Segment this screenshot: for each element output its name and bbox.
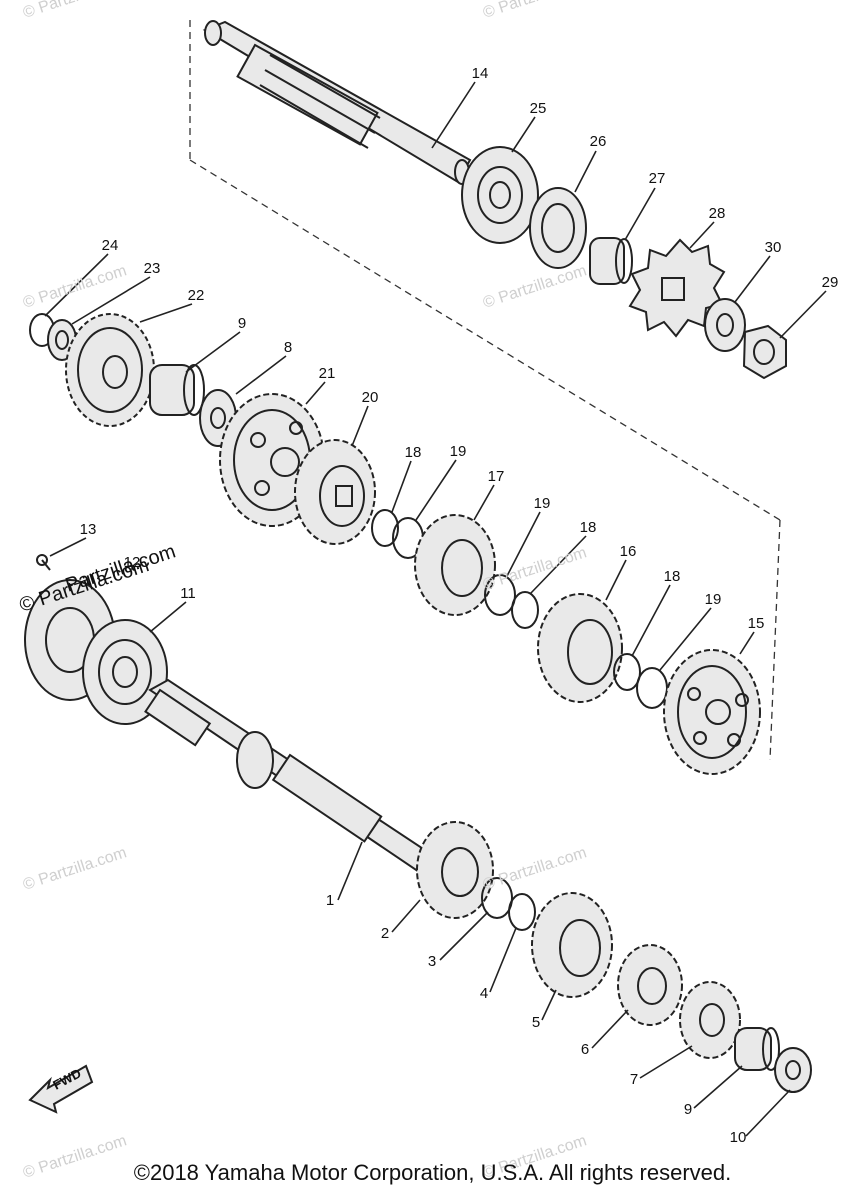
circlip-4 (508, 893, 536, 931)
circlip-18a (371, 509, 399, 547)
bearing-11 (82, 619, 168, 725)
callout-15: 15 (748, 615, 765, 632)
callout-16: 16 (620, 543, 637, 560)
callout-25: 25 (530, 100, 547, 117)
drive-axle (202, 20, 472, 185)
callout-9: 9 (684, 1101, 692, 1118)
gear-7 (679, 981, 741, 1059)
circlip-18b (511, 591, 539, 629)
callout-29: 29 (822, 274, 839, 291)
collar-27 (589, 237, 633, 285)
callout-14: 14 (472, 65, 489, 82)
main-axle-1 (144, 678, 442, 880)
callout-18b: 18 (580, 519, 597, 536)
callout-layer: 1234567910111213141516171818181919192021… (80, 65, 839, 1146)
lock-washer-30 (704, 298, 746, 352)
callout-10: 10 (730, 1129, 747, 1146)
drive-sprocket-28 (628, 238, 726, 338)
callout-24: 24 (102, 237, 119, 254)
washer-19b (484, 574, 516, 616)
callout-18c: 18 (664, 568, 681, 585)
callout-3: 3 (428, 953, 436, 970)
bearing-25 (461, 146, 539, 244)
callout-19b: 19 (534, 495, 551, 512)
callout-11: 11 (180, 585, 196, 602)
bearing-9-upper (149, 364, 205, 416)
circlip-18c (613, 653, 641, 691)
callout-20: 20 (362, 389, 379, 406)
copyright-notice: ©2018 Yamaha Motor Corporation, U.S.A. A… (133, 1160, 732, 1185)
callout-18a: 18 (405, 444, 422, 461)
washer-3 (481, 877, 513, 919)
partzilla-watermark-3: © Partzilla.com (481, 262, 589, 311)
callout-23: 23 (144, 260, 161, 277)
partzilla-watermark-0: © Partzilla.com (21, 0, 129, 22)
gear-22 (65, 313, 155, 427)
callout-19c: 19 (705, 591, 722, 608)
gear-5 (531, 892, 613, 998)
callout-17: 17 (488, 468, 505, 485)
alignment-dashed-lines (189, 20, 781, 761)
gear-2 (416, 821, 494, 919)
partzilla-watermark-6: © Partzilla.com (481, 844, 589, 893)
callout-1: 1 (326, 892, 334, 909)
leader-lines (44, 81, 827, 1137)
partzilla-watermark-2: © Partzilla.com (21, 262, 129, 311)
callout-9b: 9 (238, 315, 246, 332)
cap-10 (774, 1047, 812, 1093)
callout-27: 27 (649, 170, 666, 187)
callout-2: 2 (381, 925, 389, 942)
callout-12: 12 (124, 554, 141, 571)
gear-17 (414, 514, 496, 616)
washer-19c (636, 667, 668, 709)
bearing-9-lower (734, 1027, 780, 1071)
partzilla-watermark-1: © Partzilla.com (481, 0, 589, 22)
callout-6: 6 (581, 1041, 589, 1058)
fwd-arrow-icon: FWD (28, 1064, 94, 1114)
callout-7: 7 (630, 1071, 638, 1088)
gear-16 (537, 593, 623, 703)
callout-13: 13 (80, 521, 97, 538)
callout-22: 22 (188, 287, 205, 304)
oil-seal-26 (529, 187, 587, 269)
partzilla-watermark-5: © Partzilla.com (21, 844, 129, 893)
callout-21: 21 (319, 365, 336, 382)
gear-6 (617, 944, 683, 1026)
callout-28: 28 (709, 205, 726, 222)
nut-29 (742, 324, 787, 380)
callout-30: 30 (765, 239, 782, 256)
callout-26: 26 (590, 133, 607, 150)
callout-4: 4 (480, 985, 488, 1002)
callout-5: 5 (532, 1014, 540, 1031)
gear-15 (663, 649, 761, 775)
gear-20 (294, 439, 376, 545)
callout-19a: 19 (450, 443, 467, 460)
callout-8: 8 (284, 339, 292, 356)
partzilla-watermark-4: © Partzilla.com (481, 544, 589, 593)
